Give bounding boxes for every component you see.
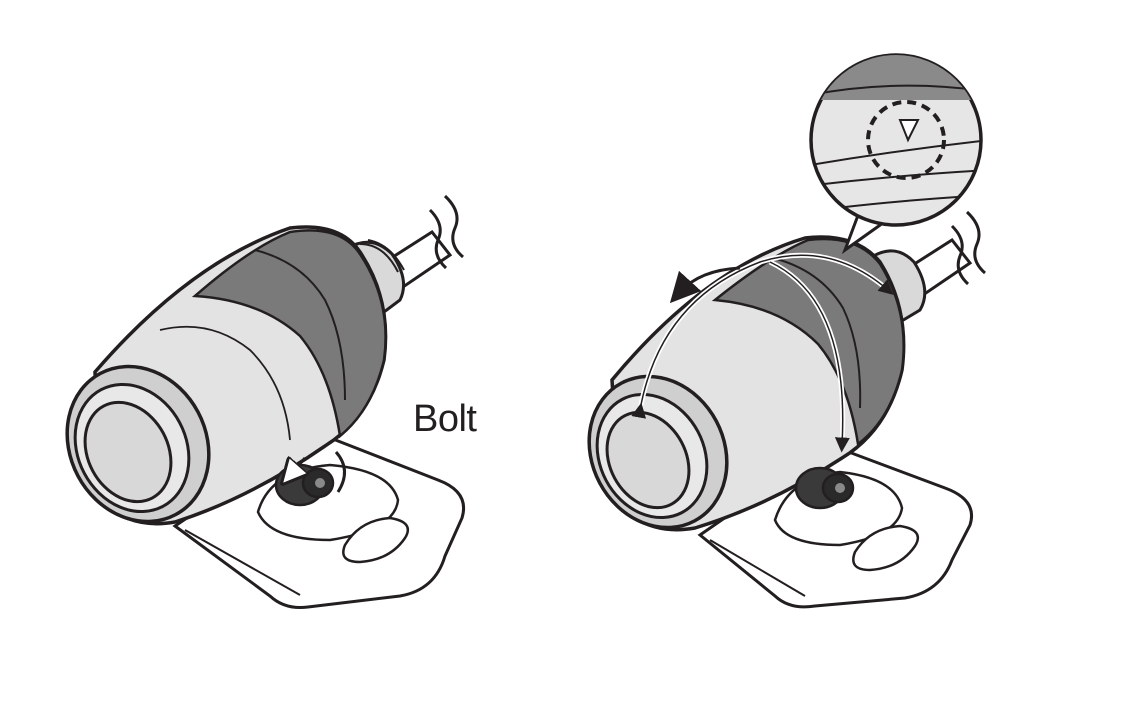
bracket-slot <box>342 516 410 564</box>
bolt-label: Bolt <box>413 398 477 440</box>
highlight-circle <box>866 100 946 180</box>
bracket-slot <box>852 524 920 572</box>
magnifier-callout <box>809 53 983 255</box>
dark-band <box>191 229 387 439</box>
left-figure <box>65 194 465 609</box>
rotation-arrow <box>334 451 346 493</box>
hex-bolt <box>794 466 855 510</box>
right-figure <box>587 53 987 609</box>
